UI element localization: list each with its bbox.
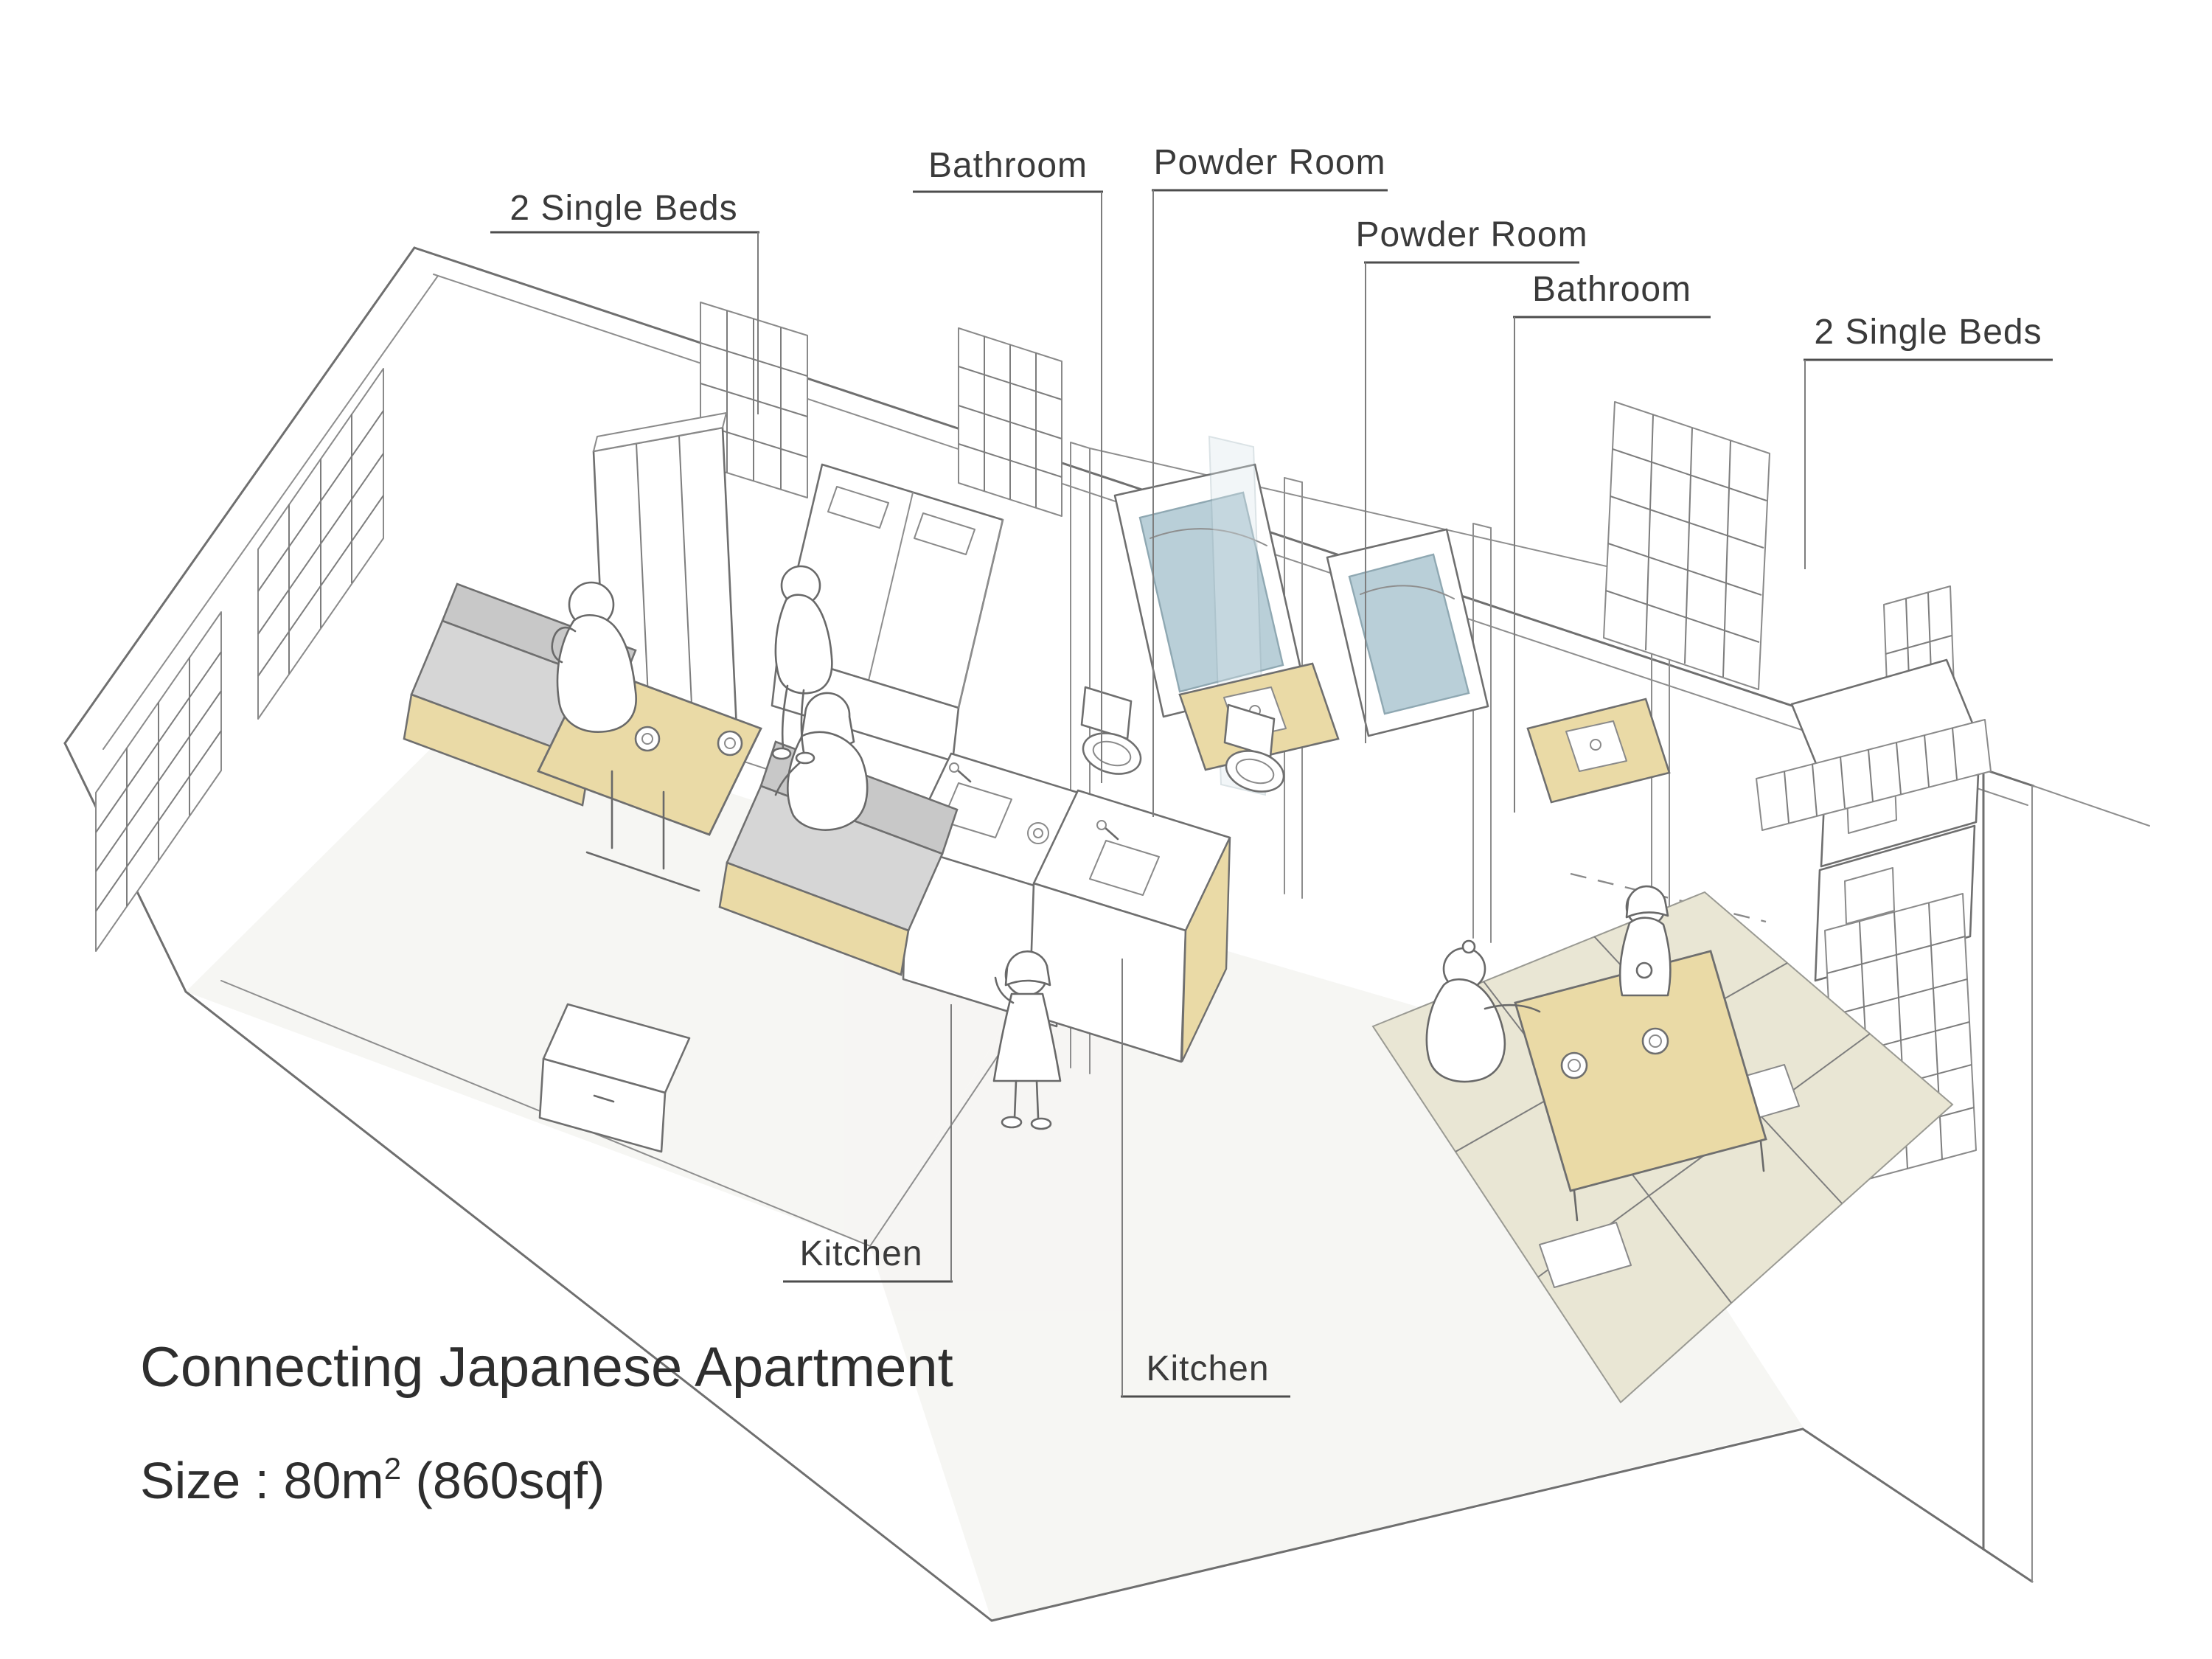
label-beds-left: 2 Single Beds: [490, 189, 759, 414]
person-dining-standing: [1618, 885, 1672, 997]
label-beds-left-text: 2 Single Beds: [509, 189, 737, 228]
back-wall-window-bedroom: [700, 302, 808, 498]
sofa-left-base: [403, 693, 591, 807]
cabinet: [538, 1003, 691, 1153]
size-prefix: Size : 80m: [140, 1452, 384, 1509]
person-on-bed: [771, 565, 833, 765]
bathtub-left-water: [1138, 491, 1284, 693]
pillow: [914, 512, 975, 555]
living-room: [403, 582, 959, 976]
label-bathroom-left: Bathroom: [913, 146, 1103, 783]
toilet-left: [1080, 686, 1142, 775]
size-suffix: (860sqf): [401, 1452, 605, 1509]
right-bedroom-window-large: [1603, 401, 1770, 690]
label-kitchen-left: Kitchen: [783, 1004, 953, 1283]
label-bathroom-right-text: Bathroom: [1532, 270, 1691, 309]
label-kitchen-left-text: Kitchen: [799, 1234, 922, 1273]
label-kitchen-right-text: Kitchen: [1146, 1349, 1269, 1388]
dining-room: [1371, 891, 1954, 1404]
label-kitchen-right: Kitchen: [1121, 959, 1290, 1398]
toilet-right: [1223, 703, 1285, 793]
back-wall-window-hall: [958, 327, 1062, 517]
person-kitchen: [992, 950, 1062, 1130]
left-wall-window-upper: [257, 368, 384, 720]
counter-wood-panel: [1180, 837, 1231, 1062]
label-powder-left: Powder Room: [1152, 143, 1388, 817]
pillow: [827, 486, 889, 529]
title-block: Connecting Japanese Apartment Size : 80m…: [140, 1336, 953, 1509]
kitchen-counter-right: [1028, 789, 1231, 1063]
size-superscript: 2: [384, 1451, 401, 1486]
size-caption: Size : 80m2 (860sqf): [140, 1451, 605, 1509]
page-title: Connecting Japanese Apartment: [140, 1336, 953, 1399]
powder-room-right-vanity: [1526, 698, 1671, 804]
label-bathroom-right: Bathroom: [1513, 270, 1711, 813]
bathtub-right-water: [1348, 553, 1470, 715]
label-powder-left-text: Powder Room: [1153, 143, 1385, 182]
sofa-right-base: [718, 861, 910, 976]
left-wall-window-lower: [95, 611, 222, 952]
balcony-railing: [1756, 719, 1992, 831]
label-bathroom-left-text: Bathroom: [928, 146, 1088, 185]
person-dining-seated: [1425, 939, 1541, 1083]
label-beds-right: 2 Single Beds: [1804, 313, 2053, 569]
bathroom-right: [1326, 528, 1489, 737]
person-left-sofa: [551, 581, 637, 733]
label-beds-right-text: 2 Single Beds: [1814, 313, 2042, 352]
label-powder-right-text: Powder Room: [1355, 215, 1587, 254]
label-powder-right: Powder Room: [1355, 215, 1587, 743]
